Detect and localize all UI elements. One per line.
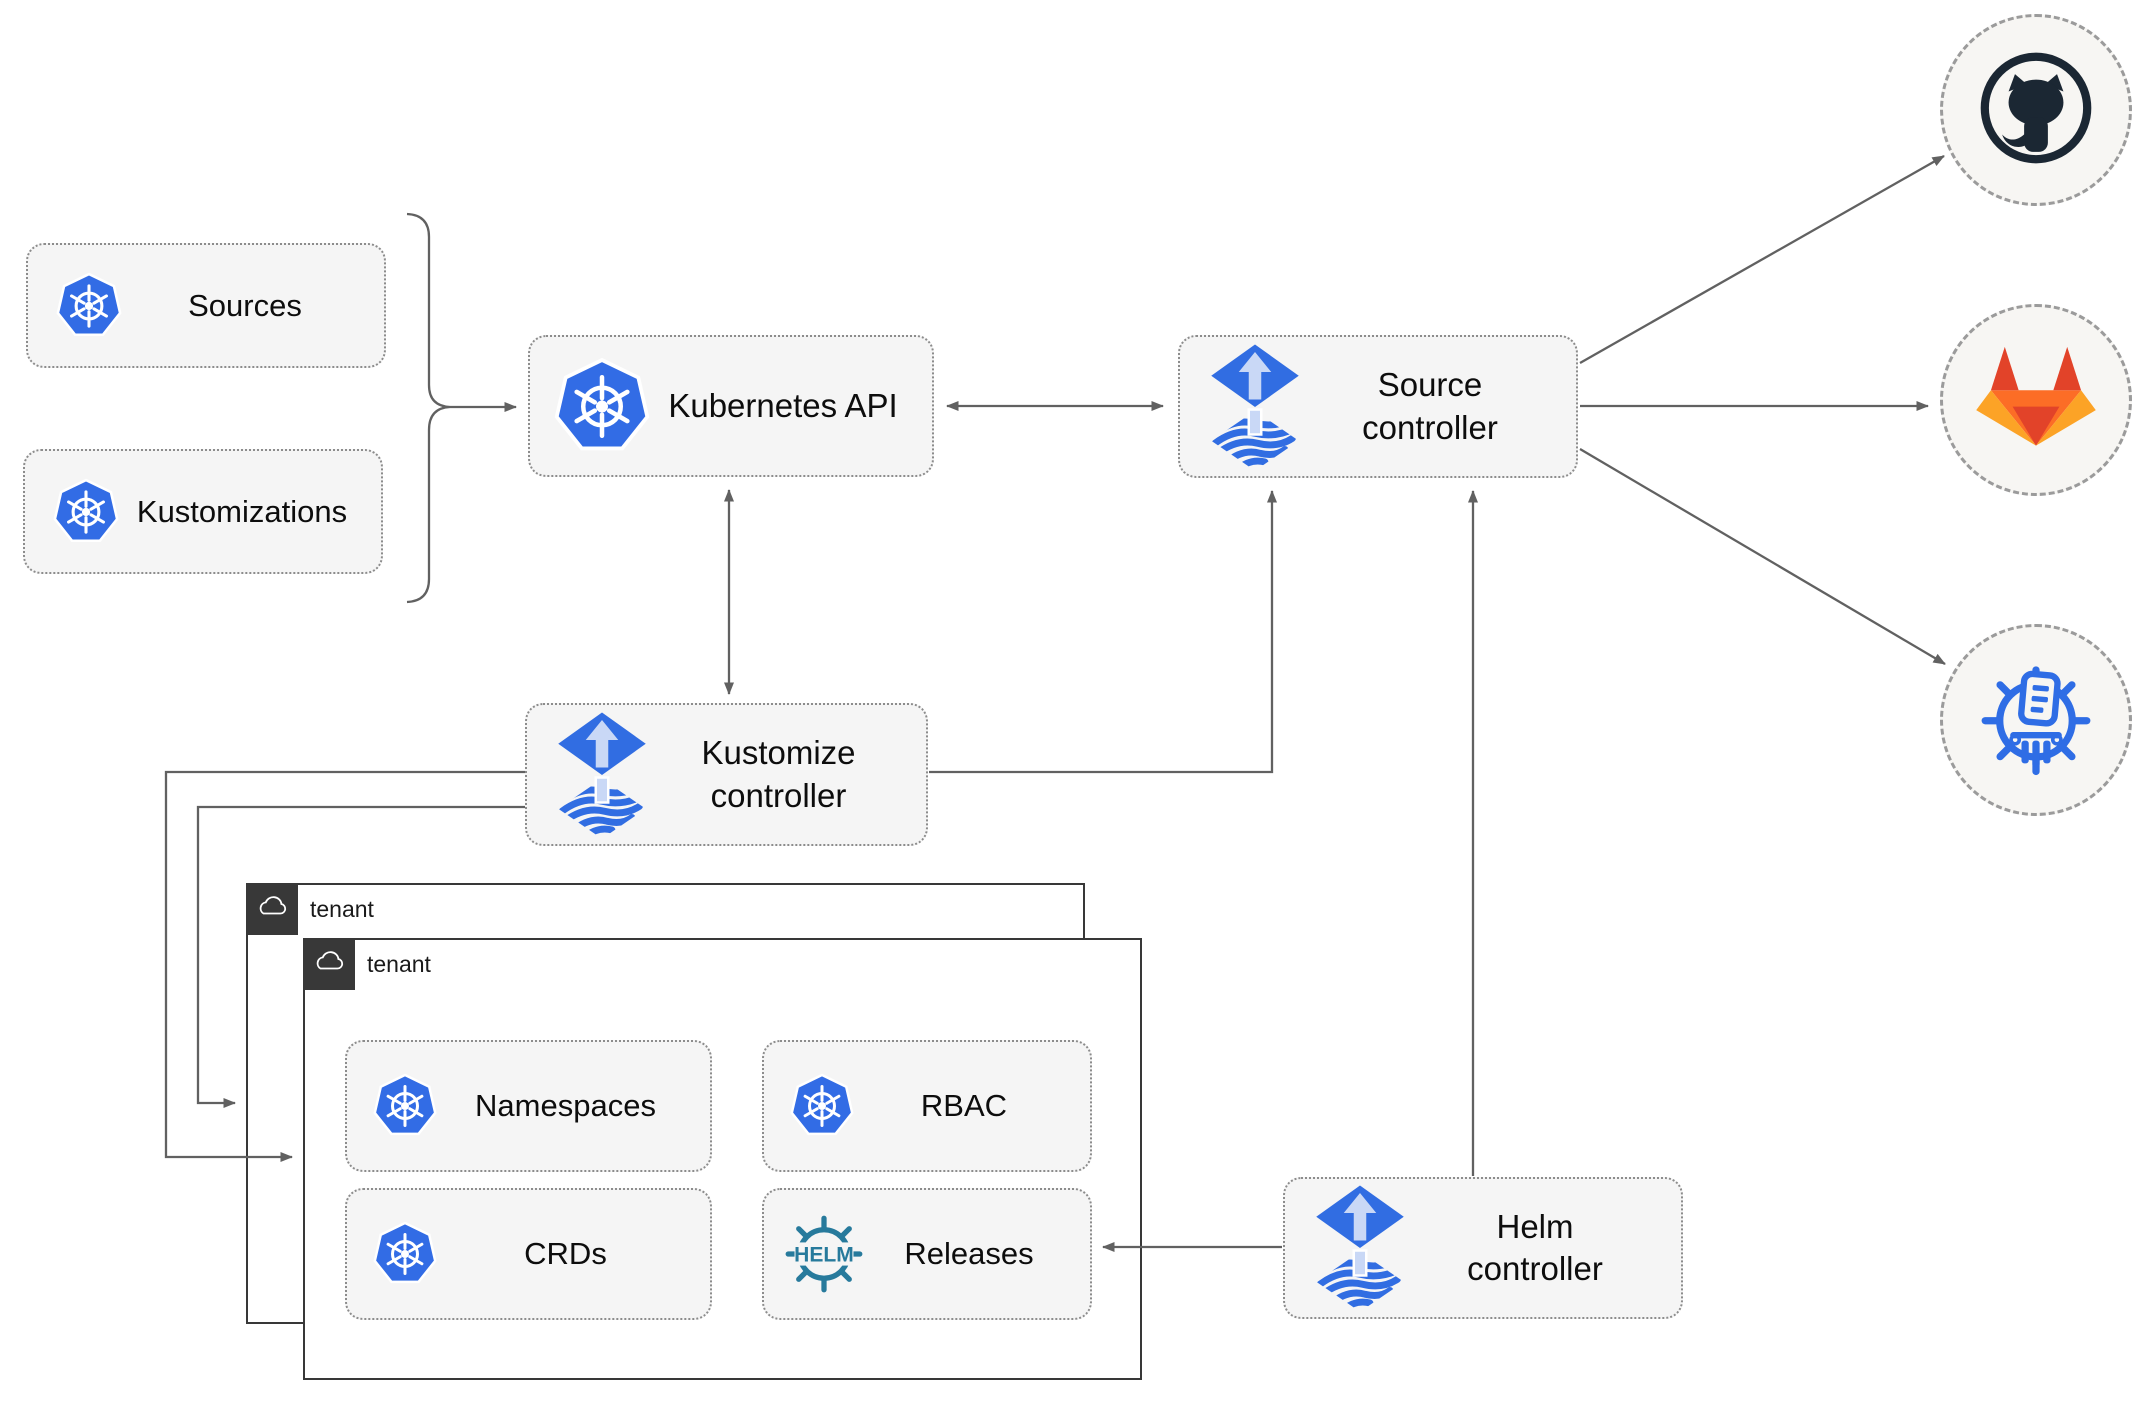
kubernetes-icon [554, 357, 650, 456]
kubernetes-icon [790, 1073, 854, 1139]
node-label: Kustomizations [136, 493, 348, 529]
node-label: Source controller [1362, 366, 1498, 446]
node-label: Namespaces [475, 1088, 656, 1124]
node-label: Sources [188, 287, 302, 323]
tenant-inner-tab [303, 938, 355, 990]
helm-logo-text: HELM [794, 1243, 854, 1266]
kubernetes-icon [373, 1073, 437, 1139]
node-label: Kubernetes API [668, 386, 898, 424]
cloud-icon [255, 894, 289, 924]
node-label: Helm controller [1467, 1207, 1603, 1287]
github-octocat-icon [1972, 44, 2100, 177]
kubernetes-icon [53, 478, 119, 546]
arrow-source-to-github [1579, 155, 1945, 364]
chartmuseum-endpoint [1940, 624, 2132, 816]
node-label: Releases [904, 1236, 1034, 1272]
flux-icon [557, 711, 647, 839]
tenant-outer-tab [246, 883, 298, 935]
node-helm-controller: Helm controller [1283, 1177, 1683, 1319]
helm-icon: HELM [784, 1214, 864, 1294]
tenant-outer-label: tenant [310, 895, 374, 922]
node-kustomizations: Kustomizations [23, 449, 383, 574]
arrow-source-to-chartmuseum [1579, 448, 1946, 665]
github-endpoint [1940, 14, 2132, 206]
node-label: RBAC [920, 1088, 1008, 1124]
node-label: CRDs [524, 1236, 607, 1272]
node-crds: CRDs [345, 1188, 712, 1320]
node-rbac: RBAC [762, 1040, 1092, 1172]
node-releases: HELM Releases [762, 1188, 1092, 1320]
node-kustomize-controller: Kustomize controller [525, 703, 928, 846]
arrow-kustomize-to-source [929, 490, 1277, 774]
tenant-inner-label: tenant [367, 950, 431, 977]
kubernetes-icon [56, 272, 122, 340]
node-kubernetes-api: Kubernetes API [528, 335, 934, 477]
cloud-icon [312, 949, 346, 979]
kubernetes-icon [373, 1221, 437, 1287]
node-sources: Sources [26, 243, 386, 368]
chartmuseum-wheel-icon [1968, 650, 2104, 791]
gitlab-endpoint [1940, 304, 2132, 496]
node-label: Kustomize controller [701, 734, 856, 814]
node-namespaces: Namespaces [345, 1040, 712, 1172]
brace-sources-group [406, 212, 451, 604]
flux-icon [1315, 1184, 1405, 1312]
flux-icon [1210, 343, 1300, 471]
node-source-controller: Source controller [1178, 335, 1578, 478]
gitlab-tanuki-icon [1971, 338, 2101, 463]
